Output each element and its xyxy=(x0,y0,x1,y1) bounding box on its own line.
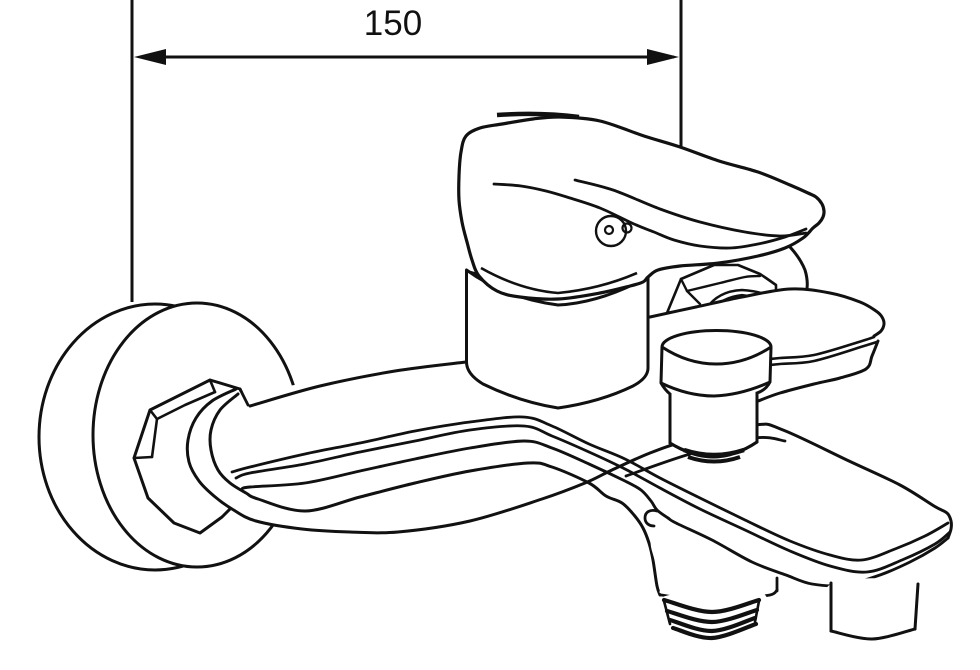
svg-text:150: 150 xyxy=(364,4,422,43)
